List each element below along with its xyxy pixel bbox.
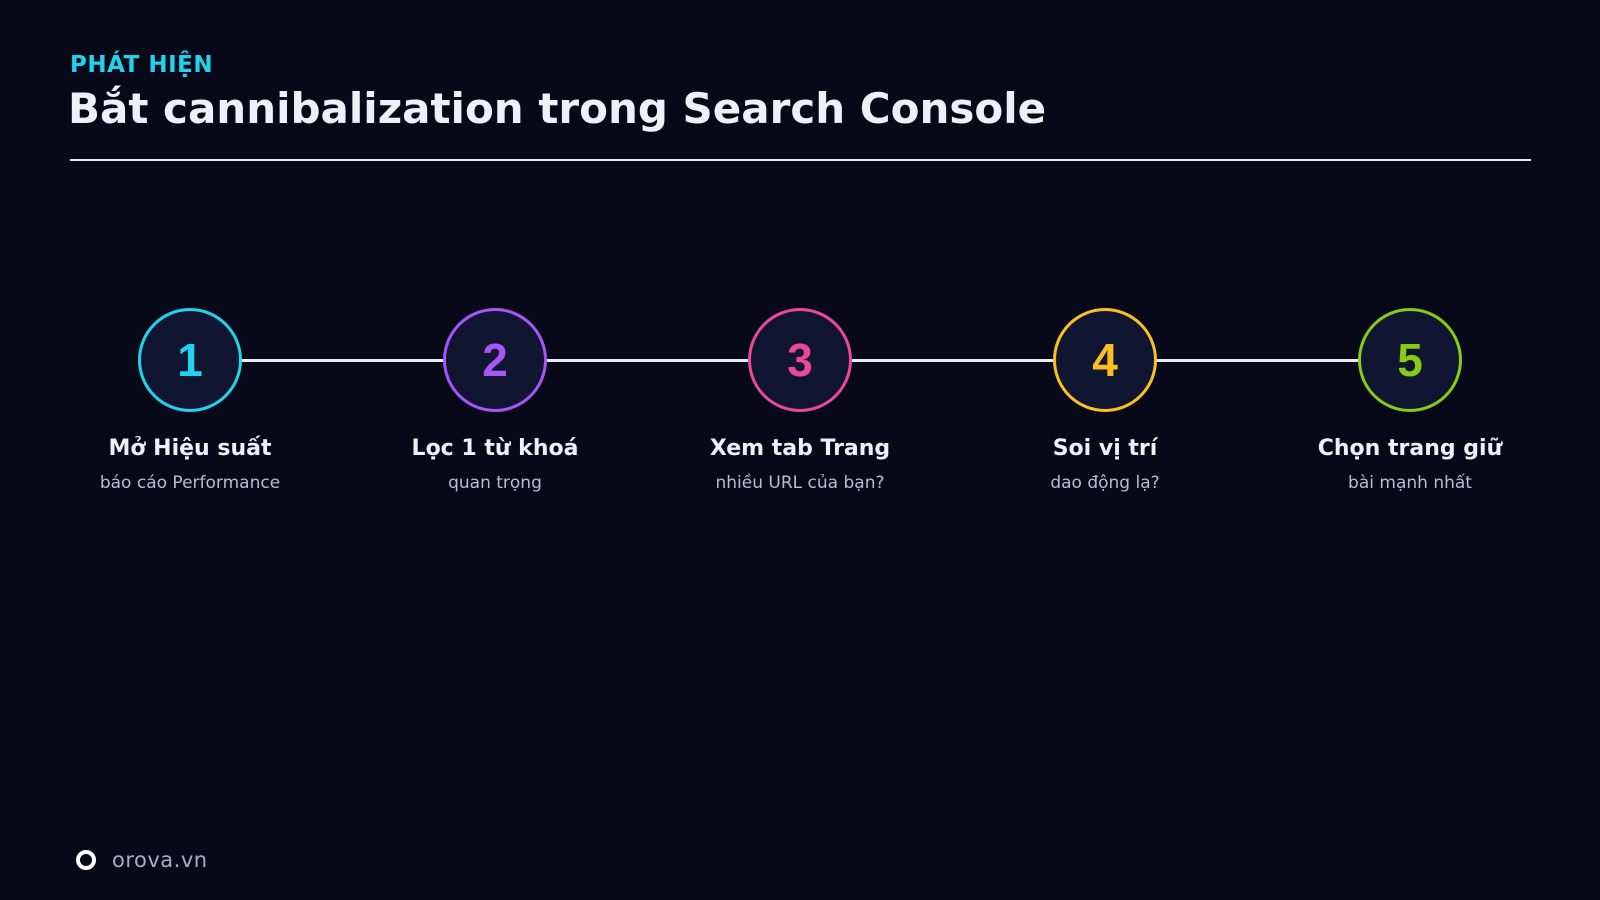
step-5: 5 Chọn trang giữ bài mạnh nhất [1280, 308, 1540, 493]
step-4: 4 Soi vị trí dao động lạ? [975, 308, 1235, 493]
step-subtitle: quan trọng [448, 473, 542, 493]
step-subtitle: nhiều URL của bạn? [715, 473, 885, 493]
step-3: 3 Xem tab Trang nhiều URL của bạn? [670, 308, 930, 493]
brand-logo-icon [76, 850, 96, 870]
timeline-connector [545, 359, 750, 362]
step-title: Soi vị trí [1052, 436, 1158, 461]
title-divider [70, 159, 1531, 161]
footer: orova.vn [76, 848, 208, 872]
step-number-circle: 1 [138, 308, 242, 412]
step-title: Lọc 1 từ khoá [411, 436, 579, 461]
step-number-circle: 2 [443, 308, 547, 412]
step-1: 1 Mở Hiệu suất báo cáo Performance [60, 308, 320, 493]
timeline-connector [850, 359, 1055, 362]
step-subtitle: báo cáo Performance [99, 473, 281, 493]
step-title: Mở Hiệu suất [108, 436, 272, 461]
footer-brand: orova.vn [112, 848, 208, 872]
page-title: Bắt cannibalization trong Search Console [68, 84, 1047, 133]
step-number-circle: 4 [1053, 308, 1157, 412]
step-title: Chọn trang giữ [1317, 436, 1503, 461]
step-title: Xem tab Trang [709, 436, 891, 461]
step-2: 2 Lọc 1 từ khoá quan trọng [365, 308, 625, 493]
step-subtitle: dao động lạ? [1050, 473, 1160, 493]
eyebrow-label: PHÁT HIỆN [70, 52, 214, 78]
timeline-connector [240, 359, 445, 362]
step-subtitle: bài mạnh nhất [1348, 473, 1472, 493]
step-number-circle: 5 [1358, 308, 1462, 412]
step-number-circle: 3 [748, 308, 852, 412]
timeline-connector [1155, 359, 1360, 362]
